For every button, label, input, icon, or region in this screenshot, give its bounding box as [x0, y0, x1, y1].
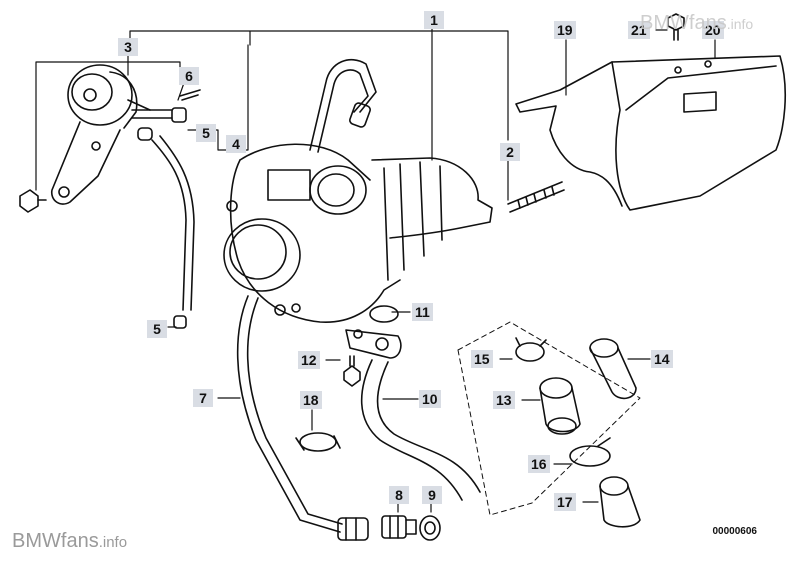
flange-bolt	[343, 355, 361, 387]
elbow-hose	[599, 476, 641, 528]
union-fitting	[381, 515, 417, 539]
callout-18: 18	[300, 391, 322, 409]
watermark-brand: BMW	[12, 530, 61, 552]
callout-13: 13	[493, 391, 515, 409]
callout-14: 14	[651, 350, 673, 368]
callout-6: 6	[179, 67, 199, 85]
callout-21: 21	[628, 21, 650, 39]
heat-shield	[515, 55, 787, 211]
hose-group-dashed-outline	[457, 321, 641, 516]
watermark-domain: .info	[98, 534, 128, 551]
heat-shield-bolt	[667, 13, 685, 41]
oil-feed-pipe	[309, 58, 377, 153]
callout-8: 8	[389, 486, 409, 504]
oil-return-hose	[345, 329, 481, 501]
callout-10: 10	[419, 390, 441, 408]
watermark-top-brand: BMW	[640, 12, 689, 34]
callout-5-lower: 5	[147, 320, 167, 338]
watermark-top: BMWfans.info	[640, 12, 753, 35]
vacuum-hose	[137, 127, 195, 329]
sealing-washer-inner	[424, 521, 436, 535]
hose-clamp-large	[569, 445, 611, 467]
cotter-pin	[179, 89, 201, 101]
diagram-part-number: 00000606	[712, 526, 758, 537]
callout-9: 9	[422, 486, 442, 504]
hose-clamp-large-tab	[597, 437, 611, 447]
callout-17: 17	[554, 493, 576, 511]
hose-clamp-small	[515, 342, 545, 362]
leader-lines	[35, 27, 716, 513]
callout-2: 2	[500, 143, 520, 161]
callout-19: 19	[554, 21, 576, 39]
callout-12: 12	[298, 351, 320, 369]
wastegate-actuator	[50, 64, 187, 205]
sealing-washer	[419, 515, 441, 541]
watermark-brand-suffix: fans	[60, 530, 99, 552]
callout-7: 7	[193, 389, 213, 407]
hose-clamp-small-tabs	[515, 337, 547, 347]
callout-4: 4	[226, 135, 246, 153]
mounting-bolt	[19, 189, 47, 213]
callout-16: 16	[528, 455, 550, 473]
watermark-top-brand-suffix: fans	[688, 12, 727, 34]
callout-11: 11	[412, 303, 433, 321]
connecting-pipe	[589, 338, 637, 400]
callout-15: 15	[471, 350, 493, 368]
hose-clamp	[295, 432, 341, 452]
callout-20: 20	[702, 21, 724, 39]
coupling-hose	[539, 377, 581, 435]
watermark-bottom: BMWfans.info	[12, 530, 127, 553]
watermark-top-domain: .info	[726, 16, 754, 32]
callout-5-upper: 5	[196, 124, 216, 142]
callout-1: 1	[424, 11, 444, 29]
gasket	[369, 305, 399, 323]
callout-3: 3	[118, 38, 138, 56]
stud	[507, 181, 565, 213]
oil-return-pipe	[236, 295, 369, 541]
turbocharger	[223, 143, 493, 323]
